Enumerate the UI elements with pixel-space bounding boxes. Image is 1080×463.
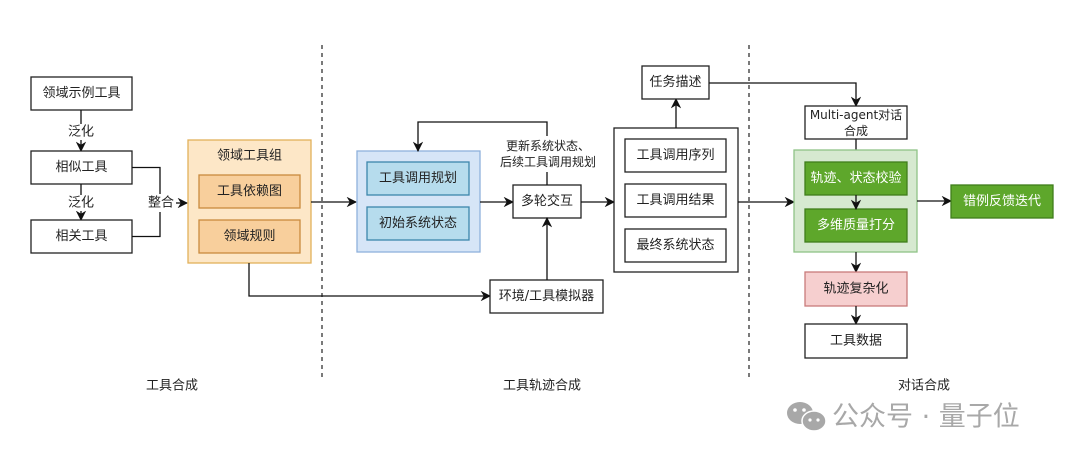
node-label: 初始系统状态 [379, 216, 457, 231]
edge-label-feedback: 后续工具调用规划 [500, 154, 596, 169]
node-label: 工具依赖图 [217, 184, 282, 199]
node-label: 工具调用规划 [379, 171, 457, 186]
node-label: 工具调用结果 [636, 193, 714, 208]
node-label: 多轮交互 [521, 193, 573, 209]
node-outputs-group: 工具调用序列 工具调用结果 最终系统状态 [613, 127, 739, 273]
edge-label-feedback: 更新系统状态、 [506, 138, 590, 153]
node-tool-dependency-graph [198, 174, 301, 209]
node-simulator: 环境/工具模拟器 [489, 279, 604, 314]
node-label: 领域规则 [223, 229, 275, 244]
node-label: 轨迹复杂化 [823, 282, 888, 297]
edge-label-generalize-2: 泛化 [68, 196, 94, 211]
node-label: Multi-agent对话 [810, 108, 902, 122]
node-domain-rules [198, 219, 301, 254]
node-complexify: 轨迹复杂化 [804, 271, 908, 307]
node-error-feedback: 错例反馈迭代 [950, 184, 1054, 219]
node-tool-call-results [624, 183, 727, 218]
node-domain-example-tools: 领域示例工具 [30, 76, 133, 111]
node-similar-tools: 相似工具 [30, 150, 133, 185]
node-label: 工具数据 [830, 334, 882, 349]
watermark-text: 公众号 · 量子位 [832, 402, 1020, 433]
node-related-tools: 相关工具 [30, 219, 133, 254]
group-title: 领域工具组 [217, 149, 282, 164]
section-label-dialogue-synthesis: 对话合成 [898, 379, 950, 394]
node-label: 轨迹、状态校验 [810, 170, 901, 186]
node-label: 任务描述 [649, 74, 701, 90]
node-label: 合成 [844, 123, 868, 138]
node-label: 相似工具 [55, 160, 107, 175]
edge-toolgroup-to-simulator [248, 263, 492, 302]
node-tool-data: 工具数据 [804, 323, 908, 359]
wechat-icon [787, 402, 827, 432]
node-label: 相关工具 [55, 229, 107, 244]
section-label-trajectory-synthesis: 工具轨迹合成 [503, 379, 581, 394]
section-label-tool-synthesis: 工具合成 [146, 379, 198, 394]
node-final-system-state [624, 228, 727, 263]
node-initial-system-state [366, 206, 470, 241]
node-label: 多维质量打分 [817, 217, 895, 233]
node-task-description: 任务描述 [641, 65, 710, 100]
node-label: 工具调用序列 [636, 148, 714, 163]
edge-label-generalize-1: 泛化 [68, 125, 94, 140]
node-multi-agent: Multi-agent对话 合成 [804, 105, 908, 140]
edge-label-integrate: 整合 [148, 196, 174, 211]
node-tool-call-planning [366, 161, 470, 196]
node-tool-call-sequence [624, 138, 727, 173]
node-label: 错例反馈迭代 [963, 194, 1041, 209]
edge-task-to-multiagent [709, 82, 862, 108]
node-label: 领域示例工具 [42, 86, 120, 101]
node-quality-scoring [804, 208, 908, 243]
node-planning-group: 工具调用规划 初始系统状态 [356, 150, 481, 253]
node-label: 环境/工具模拟器 [499, 289, 594, 304]
node-domain-tool-group: 领域工具组 工具依赖图 领域规则 [187, 139, 312, 264]
node-multi-turn: 多轮交互 [512, 184, 582, 219]
node-label: 最终系统状态 [636, 237, 714, 253]
